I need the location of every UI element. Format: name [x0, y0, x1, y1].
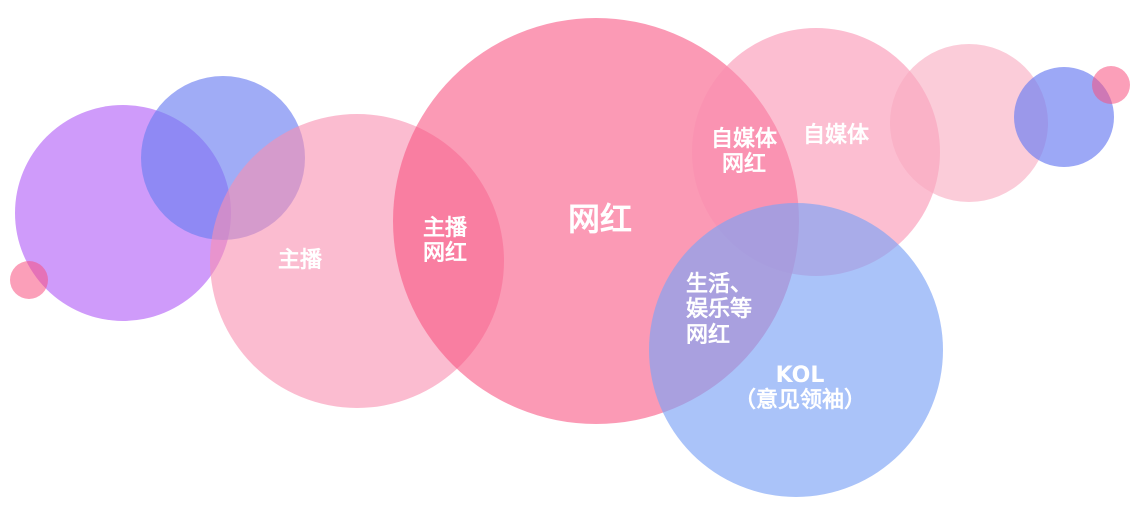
- lifestyle-influencer-line-1: 生活、: [686, 272, 753, 297]
- anchor-influencer-line-1: 主播: [422, 216, 468, 241]
- lifestyle-influencer-label: 生活、 娱乐等 网红: [686, 272, 752, 348]
- we-media-label-text: 自媒体: [802, 123, 870, 148]
- kol-label: KOL （意见领袖）: [734, 363, 866, 414]
- anchor-label: 主播: [260, 248, 340, 273]
- lifestyle-influencer-line-2: 娱乐等: [686, 297, 753, 323]
- we-media-influencer-line-2: 网红: [721, 152, 767, 178]
- kol-label-line-1: KOL: [775, 363, 825, 388]
- kol-label-line-2: （意见领袖）: [733, 388, 867, 414]
- kol-circle: [649, 203, 943, 497]
- we-media-label: 自媒体: [803, 123, 869, 148]
- small-blue-circle: [1014, 67, 1114, 167]
- anchor-influencer-label: 主播 网红: [423, 216, 467, 267]
- influencer-label-text: 网红: [567, 200, 633, 238]
- pale-pink-circle: [890, 44, 1048, 202]
- small-pink-dot-right: [1092, 66, 1130, 104]
- we-media-influencer-label: 自媒体 网红: [711, 127, 777, 178]
- lifestyle-influencer-line-3: 网红: [686, 322, 731, 348]
- anchor-influencer-line-2: 网红: [422, 241, 468, 267]
- influencer-label: 网红: [568, 201, 632, 238]
- small-pink-dot-left: [10, 261, 48, 299]
- anchor-label-text: 主播: [277, 248, 322, 273]
- we-media-influencer-line-1: 自媒体: [710, 127, 778, 152]
